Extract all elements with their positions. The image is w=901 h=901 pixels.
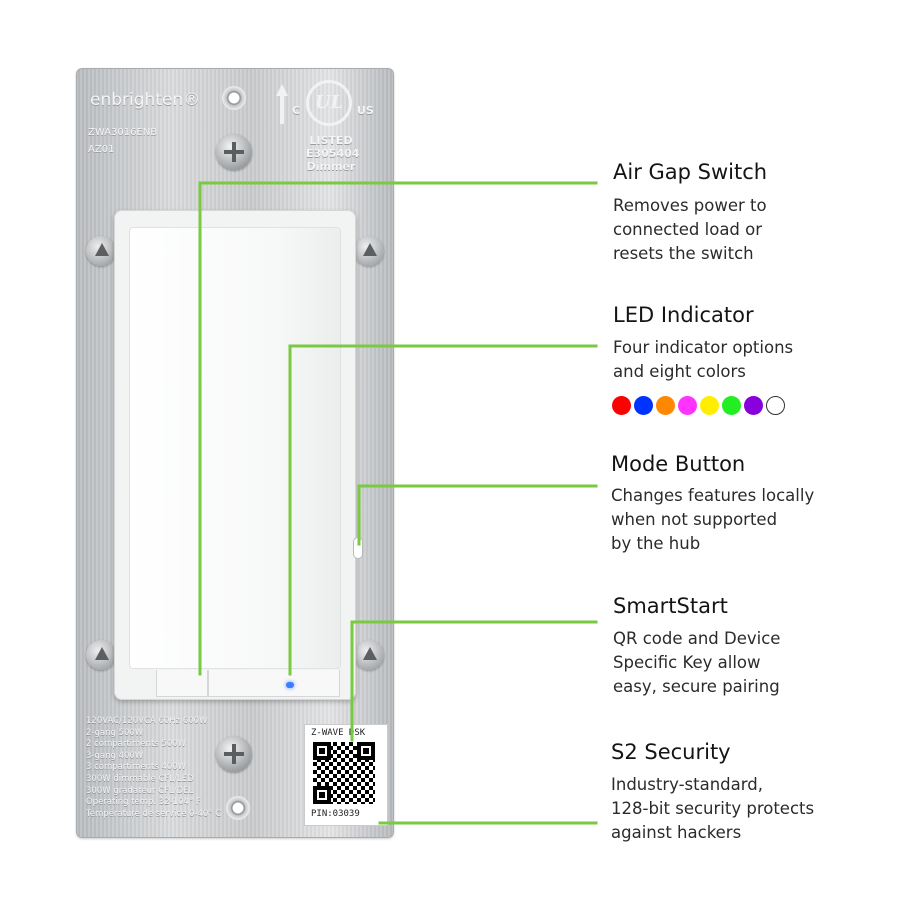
cert-type: Dimmer — [306, 160, 356, 173]
paddle-bottom-tab — [208, 670, 340, 697]
cert-us: US — [357, 104, 374, 117]
brand-logo: enbrighten® — [90, 90, 201, 110]
feature-desc-air-gap: Removes power to connected load or reset… — [613, 194, 767, 266]
feature-title-led: LED Indicator — [613, 303, 754, 327]
led-color-swatch — [612, 396, 631, 415]
model-line-1: ZWA3016ENB — [88, 127, 158, 138]
led-color-swatches — [612, 396, 785, 415]
spec-ratings: 120VAC/120VCA 60Hz 600W 2-gang 500W 2 co… — [86, 716, 221, 820]
feature-desc-s2: Industry-standard, 128-bit security prot… — [611, 773, 814, 845]
cert-c: C — [292, 104, 301, 117]
spec-line: 2-gang 500W — [86, 727, 144, 738]
mount-hole-top — [222, 86, 246, 110]
desc-line: and eight colors — [613, 362, 746, 381]
spec-line: Température de service 0-40° C — [86, 808, 222, 819]
desc-line: against hackers — [611, 823, 742, 842]
desc-line: Changes features locally — [611, 486, 815, 505]
desc-line: 128-bit security protects — [611, 799, 815, 818]
dsk-label: Z-WAVE DSK PIN:03039 — [304, 724, 388, 826]
callout-line-mode — [357, 484, 598, 546]
screw-top-icon — [216, 134, 252, 170]
callout-line-smartstart — [350, 620, 598, 742]
led-color-swatch — [634, 396, 653, 415]
feature-title-mode: Mode Button — [611, 452, 746, 476]
qr-code-icon — [313, 742, 375, 804]
led-color-swatch — [722, 396, 741, 415]
led-color-swatch — [678, 396, 697, 415]
spec-line: 2 compartiments 500W — [86, 739, 187, 750]
led-color-swatch — [656, 396, 675, 415]
desc-line: Specific Key allow — [613, 653, 761, 672]
mount-tab-bottom-left — [86, 640, 116, 670]
screw-bottom-icon — [216, 736, 252, 772]
feature-title-smartstart: SmartStart — [613, 594, 728, 618]
spec-line: 300W gradateur CFL/DEL — [86, 785, 194, 796]
desc-line: Industry-standard, — [611, 775, 763, 794]
spec-line: 3 compartiments 400W — [86, 762, 187, 773]
feature-desc-mode: Changes features locally when not suppor… — [611, 484, 814, 556]
dsk-pin: PIN:03039 — [311, 809, 360, 819]
dimmer-paddle[interactable] — [130, 228, 340, 668]
model-number: ZWA3016ENB AZ01 — [88, 124, 157, 158]
up-arrow-icon — [276, 84, 288, 124]
spec-line: Operating temp. 32-104° F — [86, 797, 201, 808]
spec-line: 3-gang 400W — [86, 750, 144, 761]
feature-desc-smartstart: QR code and Device Specific Key allow ea… — [613, 627, 780, 699]
cert-number: E305404 — [306, 147, 360, 160]
mount-tab-top-left — [86, 236, 116, 266]
desc-line: easy, secure pairing — [613, 677, 780, 696]
mode-button[interactable] — [354, 538, 362, 558]
ul-logo: UL — [306, 80, 352, 126]
mount-tab-bottom-right — [354, 640, 384, 670]
desc-line: when not supported — [611, 510, 778, 529]
model-line-2: AZ01 — [88, 144, 115, 155]
dsk-title: Z-WAVE DSK — [311, 728, 366, 738]
spec-line: 300W dimmable CFL/LED — [86, 773, 194, 784]
feature-title-s2: S2 Security — [611, 740, 731, 764]
led-indicator — [286, 682, 294, 688]
desc-line: by the hub — [611, 534, 701, 553]
led-color-swatch — [766, 396, 785, 415]
desc-line: Four indicator options — [613, 338, 794, 357]
callout-line-led — [288, 344, 598, 676]
desc-line: resets the switch — [613, 244, 754, 263]
desc-line: connected load or — [613, 220, 763, 239]
callout-line-air-gap — [198, 181, 598, 676]
feature-desc-led: Four indicator options and eight colors — [613, 336, 793, 384]
led-color-swatch — [744, 396, 763, 415]
desc-line: Removes power to — [613, 196, 767, 215]
mount-tab-top-right — [354, 236, 384, 266]
desc-line: QR code and Device — [613, 629, 781, 648]
spec-line: 120VAC/120VCA 60Hz 600W — [86, 716, 208, 726]
mount-hole-bottom — [226, 796, 250, 820]
cert-listing: LISTED E305404 Dimmer — [306, 134, 360, 173]
led-color-swatch — [700, 396, 719, 415]
cert-listed: LISTED — [309, 134, 353, 147]
feature-title-air-gap: Air Gap Switch — [613, 160, 768, 184]
